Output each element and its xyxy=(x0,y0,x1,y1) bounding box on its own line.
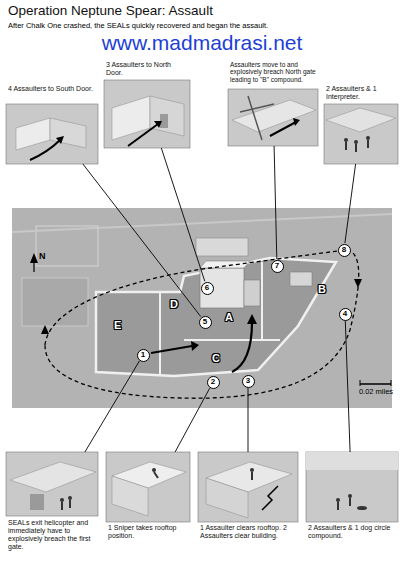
scale-bar xyxy=(360,383,391,385)
callout-number-text: 6 xyxy=(205,284,209,292)
callout-number: 6 xyxy=(201,282,214,295)
main-house-roof xyxy=(200,261,250,268)
callout-number-text: 4 xyxy=(343,310,347,318)
callout-caption-box: Assaulters move to and explosively breac… xyxy=(228,60,318,88)
north-arrow xyxy=(30,253,38,263)
callout-inset: 1 Sniper takes rooftop position. xyxy=(106,452,190,552)
assault-arrow xyxy=(232,322,252,372)
leader-line xyxy=(274,146,277,259)
leader-line xyxy=(83,164,201,317)
callout-number: 4 xyxy=(339,308,352,321)
inset-image xyxy=(6,104,98,164)
leader-line xyxy=(345,321,350,452)
scale-bar xyxy=(391,380,392,386)
building xyxy=(196,238,248,256)
leader-line xyxy=(248,388,249,452)
north-arrow xyxy=(33,262,34,272)
leader-line xyxy=(345,164,356,243)
north-label: N xyxy=(39,252,46,262)
callout-inset: 1 Assaulter clears rooftop. 2 Assaulters… xyxy=(198,452,298,552)
assault-arrowhead xyxy=(247,314,257,324)
area-letter: B xyxy=(318,283,326,295)
callout-caption-box: 1 Sniper takes rooftop position. xyxy=(106,523,190,552)
callout-inset: 3 Assaulters to North Door. xyxy=(104,60,190,148)
callout-inset: 2 Assaulters & 1 dog circle compound. xyxy=(306,452,398,552)
callout-number: 2 xyxy=(207,376,220,389)
callout-number: 8 xyxy=(338,244,351,257)
callout-inset: 2 Assaulters & 1 Interpreter. xyxy=(324,84,398,164)
road xyxy=(12,214,392,232)
callout-number: 1 xyxy=(137,349,150,362)
callout-caption: 1 Assaulter clears rooftop. 2 Assaulters… xyxy=(200,524,296,540)
callout-number: 3 xyxy=(242,375,255,388)
callout-inset: 4 Assaulters to South Door. xyxy=(6,84,98,164)
inset-image xyxy=(6,452,98,516)
callout-number-text: 3 xyxy=(246,377,250,385)
inset-image xyxy=(198,452,298,522)
field xyxy=(36,226,98,266)
callout-number-text: 5 xyxy=(203,318,207,326)
field xyxy=(22,278,88,326)
watermark: www.madmadrasi.net xyxy=(0,31,404,54)
inset-image xyxy=(104,80,190,148)
callout-caption-box: 4 Assaulters to South Door. xyxy=(6,84,98,103)
compound-wall xyxy=(96,258,336,376)
callout-inset: Assaulters move to and explosively breac… xyxy=(228,60,318,146)
title: Operation Neptune Spear: Assault xyxy=(8,4,213,19)
callout-number: 5 xyxy=(199,316,212,329)
leader-line xyxy=(85,361,139,452)
scale-bar xyxy=(360,380,361,386)
inset-image xyxy=(228,89,318,146)
callout-number-text: 7 xyxy=(275,262,279,270)
callout-caption-box: 3 Assaulters to North Door. xyxy=(104,60,190,79)
callout-number: 7 xyxy=(271,260,284,273)
map-ground xyxy=(12,208,392,408)
callout-caption: Assaulters move to and explosively breac… xyxy=(230,61,316,83)
callout-caption-box: 1 Assaulter clears rooftop. 2 Assaulters… xyxy=(198,523,298,552)
callout-number-text: 1 xyxy=(141,351,145,359)
inner-wall xyxy=(261,262,263,340)
annex xyxy=(244,280,260,306)
callout-caption-box: SEALs exit helicopter and immediately ha… xyxy=(6,518,98,562)
area-letter: C xyxy=(212,352,220,364)
subtitle: After Chalk One crashed, the SEALs quick… xyxy=(8,22,268,30)
main-house xyxy=(200,268,244,308)
assault-arrow xyxy=(151,346,192,353)
callout-caption: 2 Assaulters & 1 dog circle compound. xyxy=(308,524,396,540)
callout-caption: 4 Assaulters to South Door. xyxy=(8,85,96,93)
callout-number-text: 8 xyxy=(342,246,346,254)
callout-caption-box: 2 Assaulters & 1 Interpreter. xyxy=(324,84,398,103)
area-letter: D xyxy=(170,298,178,310)
callout-inset: SEALs exit helicopter and immediately ha… xyxy=(6,452,98,562)
callout-caption: SEALs exit helicopter and immediately ha… xyxy=(8,519,96,551)
leader-line xyxy=(161,148,205,281)
scale-label: 0.02 miles xyxy=(352,388,400,396)
callout-number-text: 2 xyxy=(211,378,215,386)
area-letter: E xyxy=(114,319,121,331)
inset-image xyxy=(306,452,398,522)
route-arrowhead xyxy=(354,279,362,288)
inset-image xyxy=(106,452,190,522)
callout-caption: 3 Assaulters to North Door. xyxy=(106,61,188,77)
callout-caption: 2 Assaulters & 1 Interpreter. xyxy=(326,85,396,101)
inner-wall xyxy=(184,339,280,341)
inset-image xyxy=(324,104,398,164)
leader-line xyxy=(175,388,210,452)
guest-house xyxy=(290,272,312,286)
route-arrowhead xyxy=(41,325,49,334)
callout-caption: 1 Sniper takes rooftop position. xyxy=(108,524,188,540)
callout-caption-box: 2 Assaulters & 1 dog circle compound. xyxy=(306,523,398,552)
assault-arrowhead xyxy=(191,341,199,351)
area-letter: A xyxy=(225,311,233,323)
inner-wall xyxy=(159,292,161,375)
